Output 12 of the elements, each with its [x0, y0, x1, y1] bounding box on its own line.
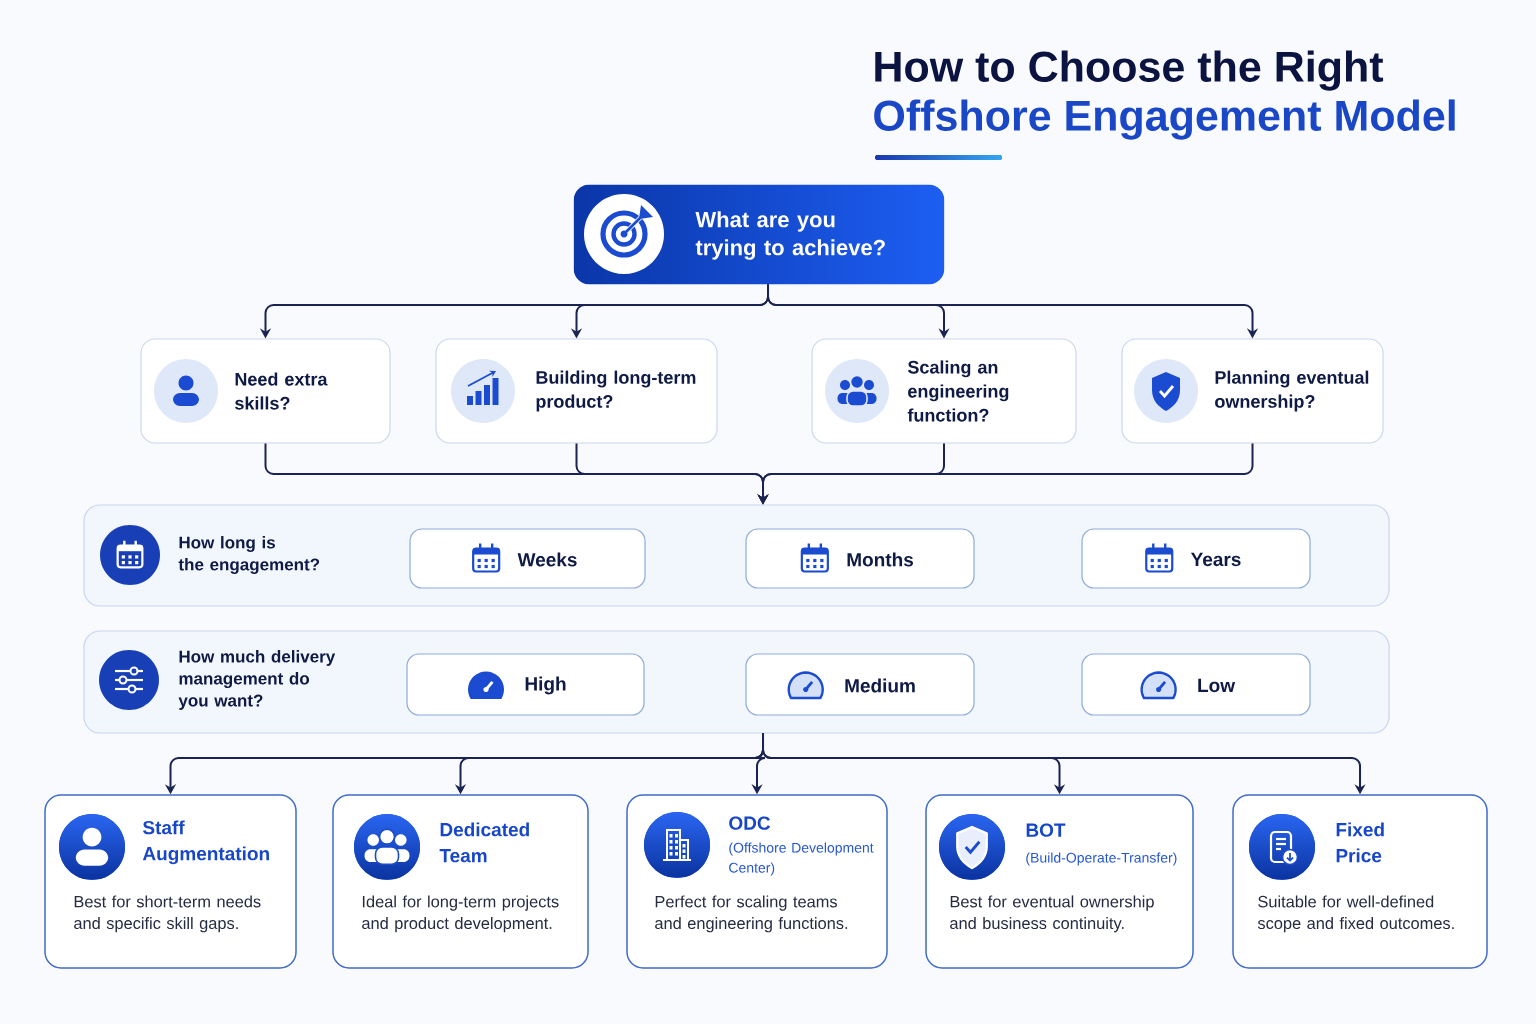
model-card: Dedicated Team Ideal for long-term projects and product development.: [332, 794, 589, 969]
option-box: Medium: [745, 653, 975, 716]
model-card: ODC (Offshore Development Center) Perfect for scaling teams and engineering functions.: [626, 794, 888, 969]
model-card: BOT (Build-Operate-Transfer) Best for eventual ownership and business continuity.: [925, 794, 1194, 969]
option-box: Months: [745, 528, 975, 589]
model-card: Staff Augmentation Best for short-term needs and specific skill gaps.: [44, 794, 297, 969]
option-box: Weeks: [409, 528, 646, 589]
option-box: Low: [1081, 653, 1311, 716]
title: How to Choose the Right Offshore Engagement Model: [874, 50, 1455, 140]
option-box: Years: [1081, 528, 1311, 589]
model-card: Fixed Price Suitable for well-defined scope and fixed outcomes.: [1232, 794, 1488, 969]
option-box: High: [406, 653, 645, 716]
